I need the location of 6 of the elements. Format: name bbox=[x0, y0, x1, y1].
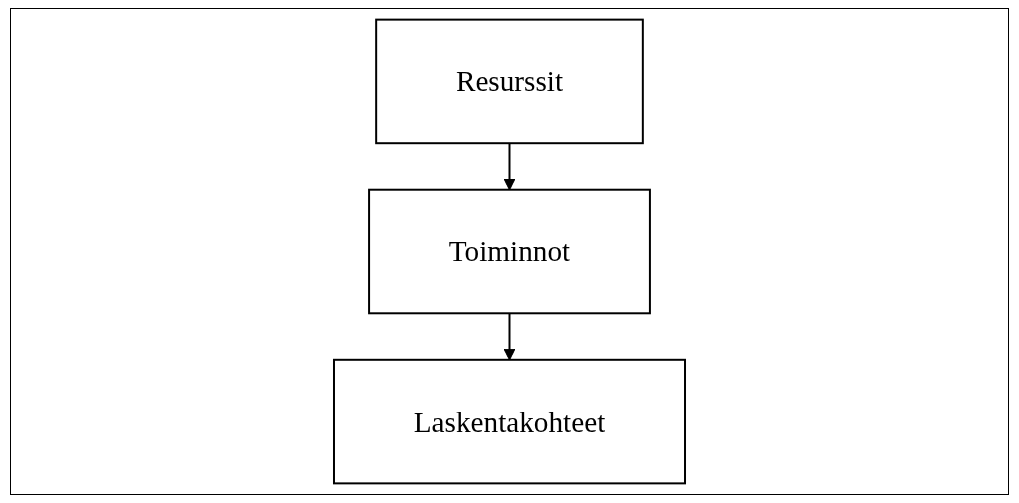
arrow bbox=[503, 312, 516, 361]
node-box bbox=[368, 188, 651, 315]
diagram-frame: Resurssit Toiminnot Laskentakohteet bbox=[10, 8, 1009, 495]
node-box bbox=[333, 358, 686, 485]
arrow bbox=[503, 142, 516, 191]
node-box bbox=[375, 18, 644, 145]
